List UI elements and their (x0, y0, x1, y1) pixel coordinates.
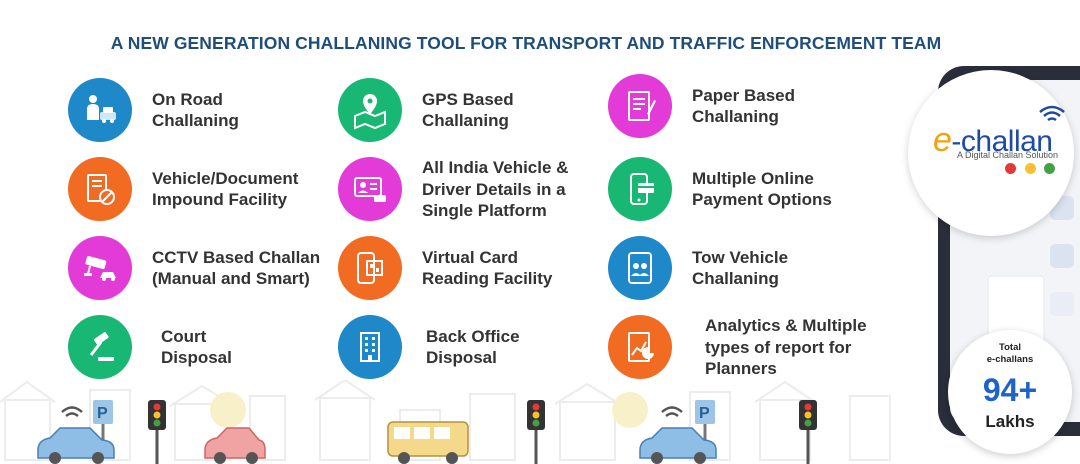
svg-text:P: P (699, 405, 710, 422)
page-title: A NEW GENERATION CHALLANING TOOL FOR TRA… (110, 33, 942, 53)
gps-map-icon (354, 94, 386, 130)
feature-analytics-reports: Analytics & Multiple types of report for… (608, 315, 867, 380)
feature-gps-based-challaning: GPS Based Challaning (338, 78, 514, 142)
feature-label: Analytics & Multiple types of report for… (705, 316, 867, 378)
feature-icon-circle (608, 315, 672, 380)
feature-label: Paper Based Challaning (692, 85, 795, 127)
feature-label: Vehicle/Document Impound Facility (152, 168, 299, 210)
wifi-signal-icon (1039, 105, 1065, 122)
stats-badge: Total e-challans 94+ Lakhs (948, 330, 1072, 454)
feature-icon-circle (338, 157, 402, 222)
feature-cctv-based-challan: CCTV Based Challan (Manual and Smart) (68, 236, 320, 300)
traffic-police-icon (87, 95, 116, 123)
cctv-camera-icon (84, 255, 116, 281)
feature-label: All India Vehicle & Driver Details in a … (422, 158, 569, 220)
feature-icon-circle (608, 74, 672, 138)
feature-icon-circle (68, 157, 132, 221)
logo-dot-yellow (1025, 163, 1036, 174)
feature-icon-circle (608, 157, 672, 221)
logo-dot-green (1044, 163, 1055, 174)
paper-form-icon (628, 91, 656, 121)
document-impound-icon (87, 174, 115, 205)
feature-court-disposal: Court Disposal (68, 315, 232, 379)
analytics-report-icon (628, 332, 654, 363)
feature-paper-based-challaning: Paper Based Challaning (608, 74, 795, 138)
feature-icon-circle (338, 315, 402, 379)
tow-vehicle-icon (628, 252, 652, 284)
driver-id-card-icon (354, 177, 386, 203)
feature-label: Tow Vehicle Challaning (692, 247, 789, 289)
stats-unit: Lakhs (985, 412, 1035, 431)
feature-label: On Road Challaning (152, 89, 239, 131)
feature-label: Court Disposal (161, 326, 232, 368)
feature-label: CCTV Based Challan (Manual and Smart) (152, 247, 321, 289)
feature-icon-circle (68, 78, 132, 142)
logo-tagline: A Digital Challan Solution (957, 150, 1059, 160)
feature-icon-circle (338, 236, 402, 300)
svg-text:P: P (97, 405, 108, 422)
logo-name: -challan (951, 125, 1053, 158)
feature-icon-circle (338, 78, 402, 142)
feature-icon-circle (68, 236, 132, 300)
feature-back-office-disposal: Back Office Disposal (338, 315, 520, 379)
logo-prefix: e (933, 121, 952, 159)
echallan-logo: e-challan (933, 121, 1053, 160)
feature-vehicle-document-impound: Vehicle/Document Impound Facility (68, 157, 298, 221)
feature-label: Virtual Card Reading Facility (422, 247, 553, 289)
mobile-payment-icon (630, 173, 654, 205)
city-skyline-illustration: P P (0, 380, 891, 464)
feature-label: Back Office Disposal (426, 326, 520, 368)
stats-value: 94+ (982, 372, 1038, 408)
feature-tow-vehicle-challaning: Tow Vehicle Challaning (608, 236, 788, 300)
court-gavel-icon (89, 331, 114, 361)
feature-label: Multiple Online Payment Options (692, 168, 832, 210)
feature-icon-circle (68, 315, 132, 379)
back-office-building-icon (360, 332, 380, 362)
feature-label: GPS Based Challaning (422, 89, 514, 131)
feature-on-road-challaning: On Road Challaning (68, 78, 239, 142)
stats-label: Total e-challans (986, 342, 1034, 365)
logo-dot-red (1005, 163, 1016, 174)
feature-multiple-online-payment: Multiple Online Payment Options (608, 157, 832, 221)
feature-all-india-vehicle-driver-details: All India Vehicle & Driver Details in a … (338, 157, 568, 222)
card-reader-icon (357, 252, 383, 284)
feature-virtual-card-reading: Virtual Card Reading Facility (338, 236, 552, 300)
feature-icon-circle (608, 236, 672, 300)
logo-badge (908, 70, 1074, 236)
